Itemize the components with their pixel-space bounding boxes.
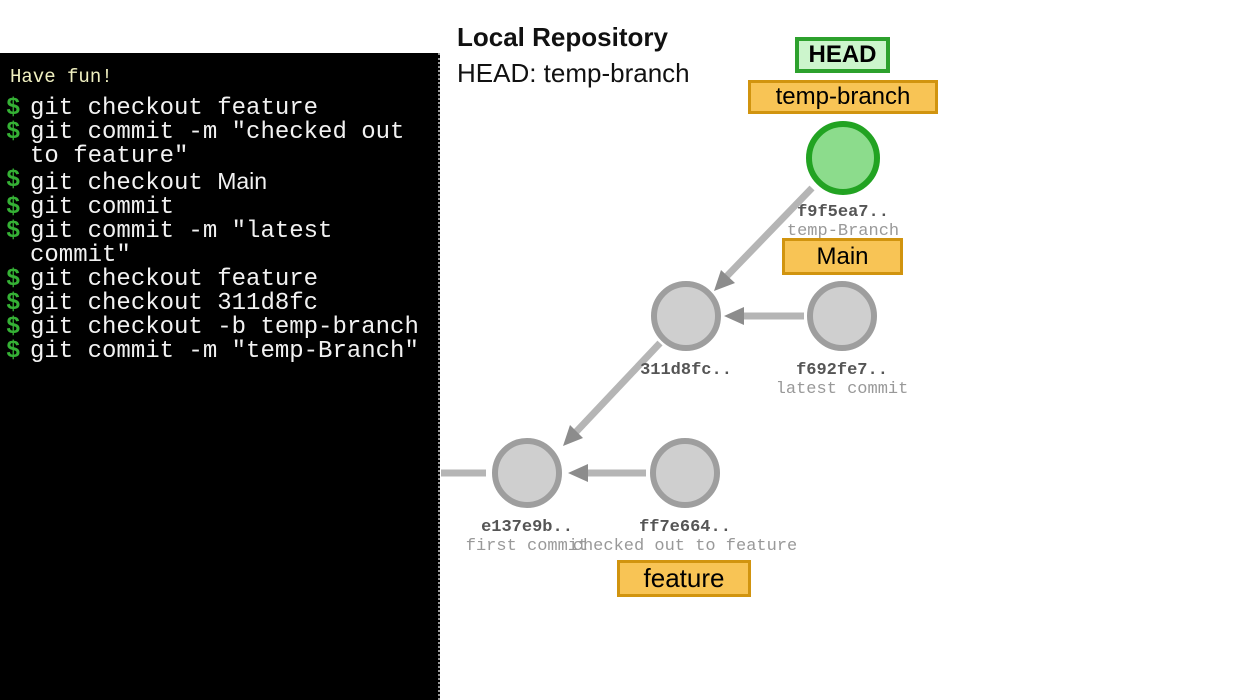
page-title: Local Repository xyxy=(457,22,668,52)
command-text: git commit -m "latest commit" xyxy=(30,218,347,269)
commit-label-ff7e664: ff7e664.. checked out to feature xyxy=(535,518,835,556)
command-text: git checkout feature xyxy=(30,95,319,122)
prompt-symbol: $ xyxy=(6,194,21,221)
command-text-part: git checkout xyxy=(30,170,218,197)
prompt-symbol: $ xyxy=(6,266,21,293)
branch-name-inline: Main xyxy=(217,168,268,194)
commit-node-311d8fc xyxy=(651,281,721,351)
commit-hash: 311d8fc.. xyxy=(640,361,732,380)
commit-message: first commit xyxy=(465,537,589,556)
prompt-symbol: $ xyxy=(6,95,21,122)
commit-hash: ff7e664.. xyxy=(639,518,731,537)
terminal-intro-message: Have fun! xyxy=(10,66,113,88)
prompt-symbol: $ xyxy=(6,290,21,317)
commit-node-ff7e664 xyxy=(650,438,720,508)
commit-hash: f9f5ea7.. xyxy=(797,203,889,222)
prompt-symbol: $ xyxy=(6,314,21,341)
terminal-command-line: $ git checkout -b temp-branch xyxy=(6,316,434,340)
commit-message: latest commit xyxy=(775,380,909,399)
prompt-symbol: $ xyxy=(6,119,21,146)
terminal-command-line: $ git checkout feature xyxy=(6,97,434,121)
terminal-command-line: $ git checkout Main xyxy=(6,169,434,196)
prompt-symbol: $ xyxy=(6,218,21,245)
commit-node-e137e9b xyxy=(492,438,562,508)
commit-label-f692fe7: f692fe7.. latest commit xyxy=(742,361,942,399)
branch-badge-main: Main xyxy=(782,238,903,275)
prompt-symbol: $ xyxy=(6,167,21,194)
commit-message: checked out to feature xyxy=(572,537,798,556)
commit-message: temp-Branch xyxy=(786,222,900,241)
command-text: git commit -m "temp-Branch" xyxy=(30,338,419,365)
commit-label-f9f5ea7: f9f5ea7.. temp-Branch xyxy=(743,203,943,241)
terminal-command-line: $ git commit -m "checked out to feature" xyxy=(6,121,434,169)
commit-node-f9f5ea7-current xyxy=(806,121,880,195)
command-text: git checkout Main xyxy=(30,169,432,196)
terminal-command-line: $ git checkout 311d8fc xyxy=(6,292,434,316)
terminal-command-line: $ git checkout feature xyxy=(6,268,434,292)
command-text: git checkout 311d8fc xyxy=(30,290,319,317)
terminal-command-line: $ git commit xyxy=(6,196,434,220)
branch-badge-temp-branch: temp-branch xyxy=(748,80,938,114)
head-status-text: HEAD: temp-branch xyxy=(457,58,690,88)
command-text: git commit xyxy=(30,194,175,221)
terminal-command-line: $ git commit -m "latest commit" xyxy=(6,220,434,268)
commit-hash: e137e9b.. xyxy=(481,518,573,537)
commit-node-f692fe7 xyxy=(807,281,877,351)
git-terminal[interactable]: Have fun! $ git checkout feature $ git c… xyxy=(0,53,440,700)
commit-label-311d8fc: 311d8fc.. xyxy=(586,361,786,380)
head-badge: HEAD xyxy=(795,37,890,73)
command-text: git commit -m "checked out to feature" xyxy=(30,119,419,170)
command-text: git checkout feature xyxy=(30,266,319,293)
commit-hash: f692fe7.. xyxy=(796,361,888,380)
prompt-symbol: $ xyxy=(6,338,21,365)
commit-label-e137e9b: e137e9b.. first commit xyxy=(427,518,627,556)
command-text: git checkout -b temp-branch xyxy=(30,314,419,341)
terminal-command-line: $ git commit -m "temp-Branch" xyxy=(6,340,434,364)
branch-badge-feature: feature xyxy=(617,560,751,597)
